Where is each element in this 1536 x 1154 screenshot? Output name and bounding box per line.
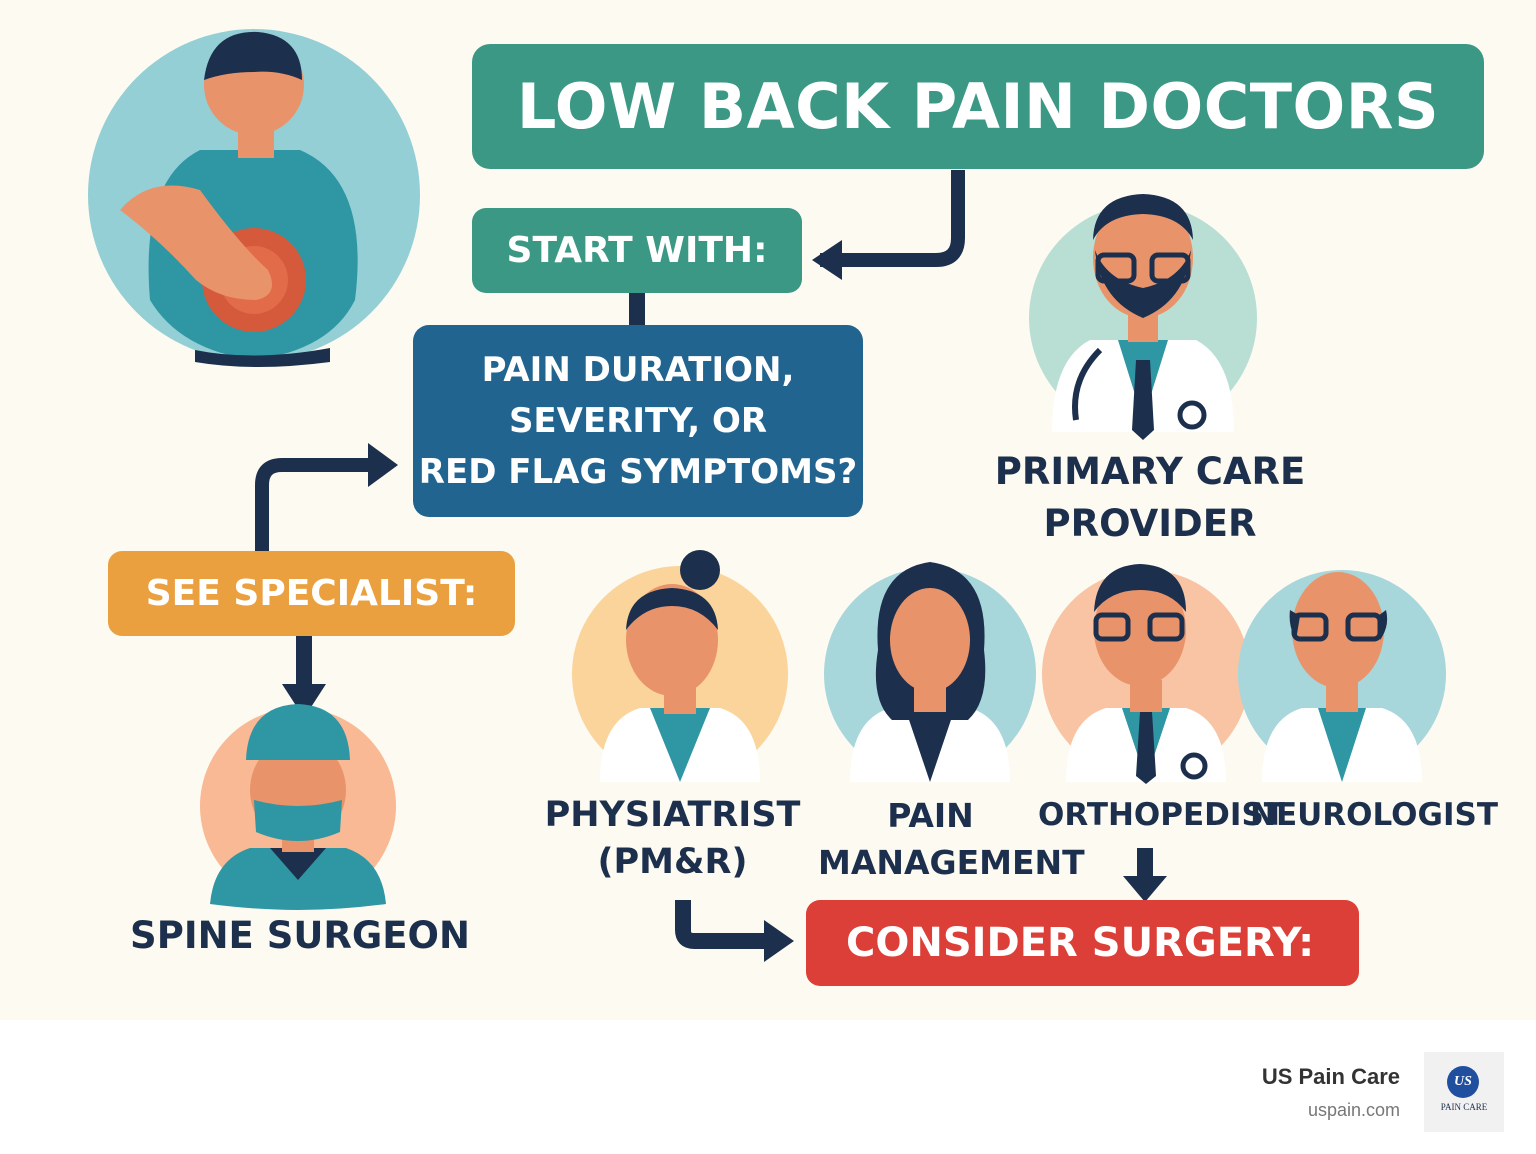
arrowhead-question [368, 443, 398, 487]
physiatrist-label: PHYSIATRIST (PM&R) [544, 795, 801, 882]
page-title: LOW BACK PAIN DOCTORS [472, 44, 1484, 169]
flowchart-canvas: LOW BACK PAIN DOCTORS START WITH: PAIN D… [88, 29, 1498, 986]
primary-care-provider-label: PRIMARY CARE PROVIDER [994, 450, 1306, 545]
neurologist-illustration [1238, 570, 1446, 782]
arrowhead-surgery-top [1123, 876, 1167, 902]
consider-surgery-box: CONSIDER SURGERY: [806, 900, 1359, 986]
spine-surgeon-label: SPINE SURGEON [130, 914, 470, 957]
orthopedist-label: ORTHOPEDIST [1038, 797, 1285, 833]
arrow-ortho-to-surgery [1137, 848, 1153, 878]
pain-management-label: PAIN MANAGEMENT [818, 796, 1085, 882]
brand-logo[interactable]: US PAIN CARE [1424, 1052, 1504, 1132]
arrowhead-surgeon [282, 684, 326, 718]
logo-text: PAIN CARE [1440, 1102, 1488, 1112]
pain-management-doctor-illustration [824, 562, 1036, 782]
arrow-physiatrist-to-surgery [675, 900, 768, 949]
logo-mark-icon: US [1447, 1066, 1479, 1098]
pain-question-box: PAIN DURATION, SEVERITY, OR RED FLAG SYM… [413, 325, 863, 517]
physiatrist-illustration [572, 550, 788, 782]
orthopedist-illustration [1042, 564, 1250, 784]
start-with-box: START WITH: [472, 208, 802, 293]
connector-start-to-question [629, 292, 645, 328]
arrow-specialist-to-surgeon [296, 636, 312, 686]
footer-bar [0, 1020, 1536, 1154]
see-specialist-box: SEE SPECIALIST: [108, 551, 515, 636]
patient-back-pain-illustration [88, 29, 420, 367]
brand-url-link[interactable]: uspain.com [1307, 1100, 1400, 1120]
arrow-title-to-start [820, 170, 965, 267]
arrowhead-start [812, 240, 842, 280]
flowchart-graphics [88, 29, 1446, 962]
neurologist-label: NEUROLOGIST [1250, 797, 1498, 833]
arrow-specialist-to-question [255, 458, 372, 552]
primary-care-doctor-illustration [1029, 194, 1257, 440]
spine-surgeon-illustration [200, 704, 396, 910]
arrowhead-surgery-left [764, 920, 794, 962]
brand-name: US Pain Care [1261, 1064, 1400, 1089]
